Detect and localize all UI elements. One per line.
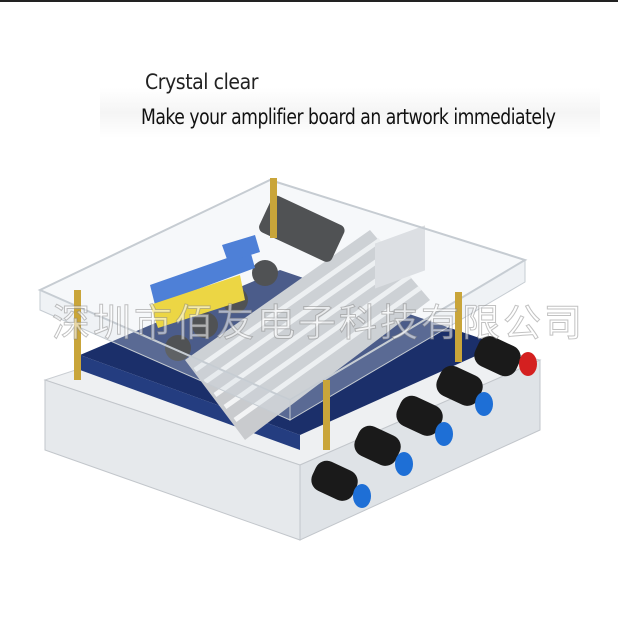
top-border [0,0,618,2]
brass-posts [74,178,462,450]
knob-blue-1 [436,365,493,416]
knob-red [474,336,537,377]
knob-blue-4 [311,460,371,508]
tagline: Make your amplifier board an artwork imm… [141,105,556,129]
headline: Crystal clear [145,70,259,94]
terminal-blocks [150,235,260,328]
knob-blue-2 [396,395,453,446]
watermark: 深圳市佰友电子科技有限公司 [51,301,586,346]
text-shadow [100,88,600,138]
knob-blue-3 [354,425,413,476]
